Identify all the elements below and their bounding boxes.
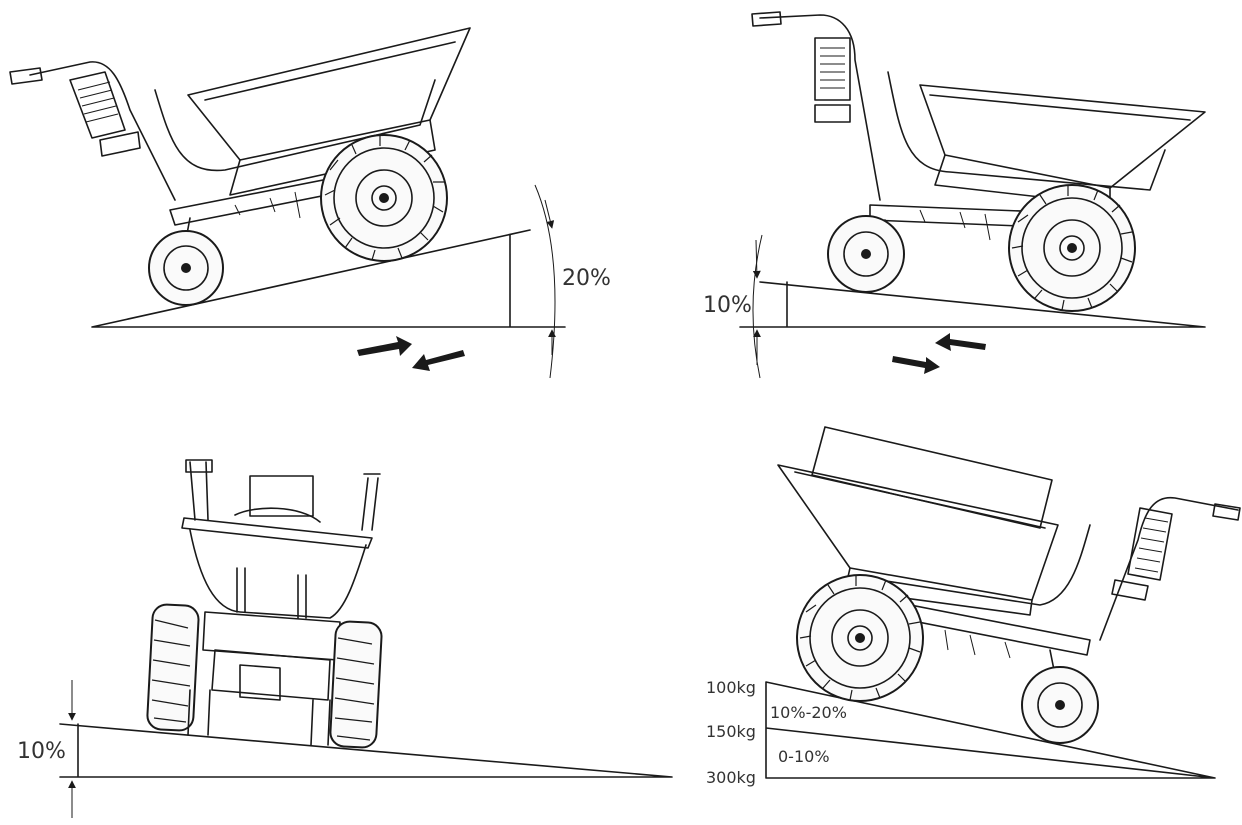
weight-label-100kg: 100kg (706, 678, 756, 697)
direction-arrow-back (412, 350, 465, 371)
slope-label-uphill: 20% (562, 266, 611, 291)
wheelbarrow-loaded (777, 426, 1241, 744)
panel-uphill: 20% (9, 27, 611, 379)
direction-arrow-forward (357, 336, 412, 356)
direction-arrow-back (935, 333, 986, 351)
direction-arrow-forward (892, 356, 940, 374)
slope-label-side: 10% (17, 739, 66, 764)
cargo-box (811, 426, 1053, 529)
weight-label-150kg: 150kg (706, 722, 756, 741)
range-label-0-10: 0-10% (778, 747, 830, 766)
range-label-10-20: 10%-20% (770, 703, 847, 722)
ramp (91, 229, 566, 328)
ramp (59, 723, 673, 778)
panel-load-slope: 100kg 150kg 300kg 10%-20% 0-10% (706, 426, 1241, 787)
weight-label-300kg: 300kg (706, 768, 756, 787)
arrow-down (752, 239, 761, 279)
panel-downhill: 10% (703, 11, 1206, 379)
slope-arc (534, 184, 556, 379)
slope-label-downhill: 10% (703, 293, 752, 318)
ramp (765, 681, 1216, 779)
wheelbarrow-front-view (146, 459, 383, 749)
wheelbarrow-downhill (751, 11, 1206, 312)
ramp (739, 281, 1206, 328)
wheelbarrow-uphill (9, 27, 471, 306)
panel-side-slope: 10% (17, 459, 673, 818)
arrow-down (544, 199, 555, 229)
